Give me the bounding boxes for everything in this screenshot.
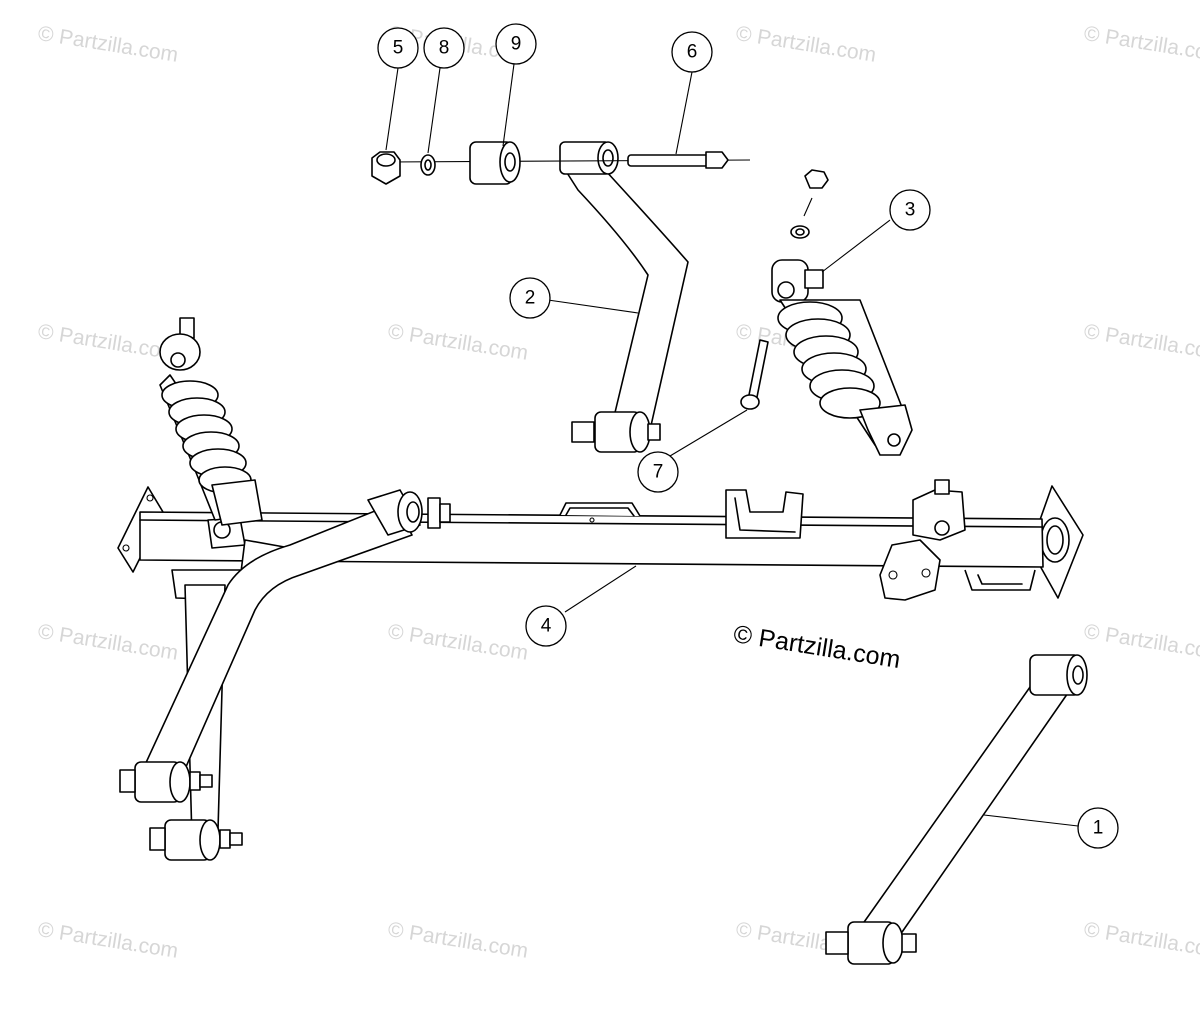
callout-label: 8: [439, 38, 450, 59]
callout-label: 5: [393, 38, 404, 59]
callout-6: 6: [671, 31, 713, 73]
callout-label: 9: [511, 34, 522, 55]
shock-absorber: [771, 169, 913, 456]
callout-9: 9: [495, 23, 537, 65]
leader-lines: [385, 63, 1079, 827]
upper-link-arm: [559, 141, 689, 453]
callout-label: 3: [905, 200, 916, 221]
left-trailing-arm: [119, 489, 451, 861]
callout-label: 6: [687, 42, 698, 63]
callout-3: 3: [889, 189, 931, 231]
callout-label: 2: [525, 288, 536, 309]
callout-8: 8: [423, 27, 465, 69]
callout-label: 4: [541, 616, 552, 637]
callout-4: 4: [525, 605, 567, 647]
bushing: [469, 141, 521, 185]
callout-label: 7: [653, 462, 664, 483]
lower-link: [825, 654, 1088, 965]
callout-2: 2: [509, 277, 551, 319]
callout-label: 1: [1093, 818, 1104, 839]
callout-5: 5: [377, 27, 419, 69]
pin: [740, 339, 769, 410]
left-shock-absorber: [159, 317, 263, 526]
washer: [420, 154, 436, 176]
callout-1: 1: [1077, 807, 1119, 849]
callout-7: 7: [637, 451, 679, 493]
nut: [371, 151, 401, 185]
bolt: [627, 151, 729, 169]
